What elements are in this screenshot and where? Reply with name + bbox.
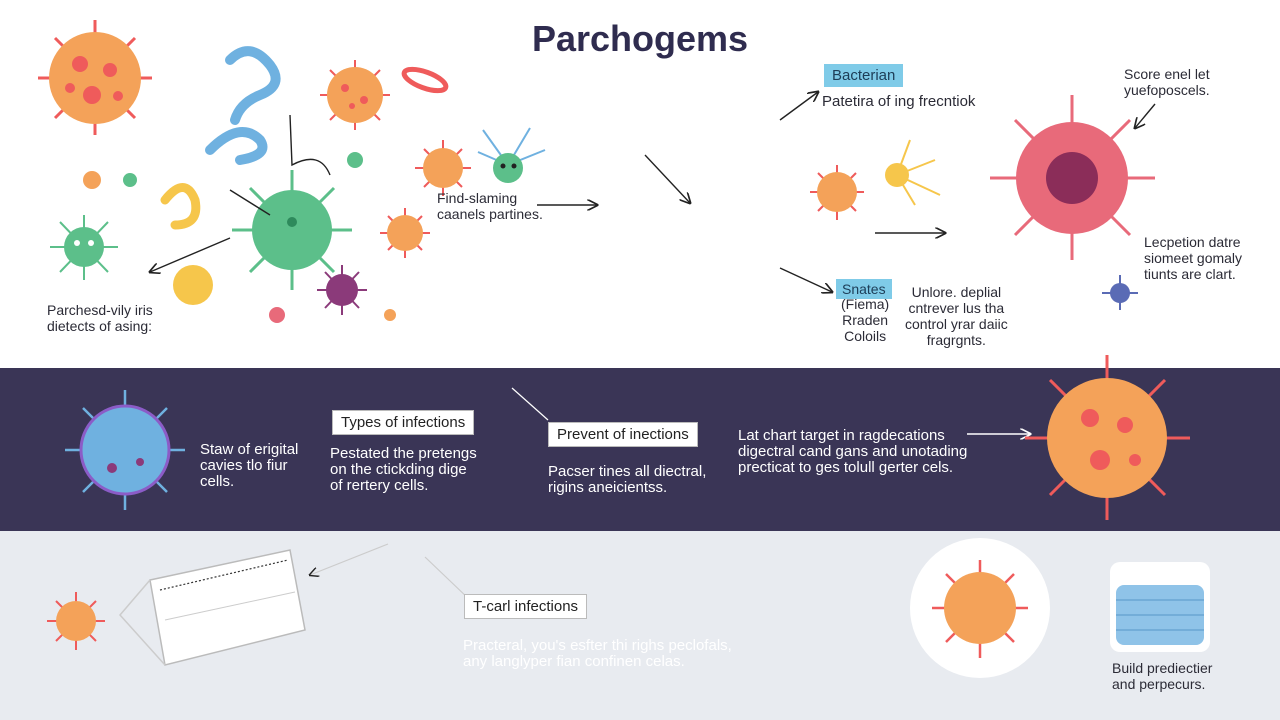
mask-icon: [1116, 585, 1204, 645]
virus-icon: [50, 215, 118, 280]
unlore-note: Unlore. deplial cntrever lus tha control…: [905, 284, 1008, 348]
bacterian-description: Patetira of ing frecntiok: [822, 93, 976, 110]
virus-icon: [232, 170, 352, 290]
virus-icon: [320, 60, 390, 130]
mid-left-text: Staw of erigital cavies tlo fiur cells.: [200, 441, 299, 490]
snates-subtitle: (Fiema) Rraden Coloils: [841, 296, 890, 344]
right-mid-note: Lecpetion datre siomeet gomaly tiunts ar…: [1144, 234, 1243, 282]
mid-right-text: Lat chart target in ragdecations digectr…: [738, 427, 968, 476]
virus-icon: [83, 171, 101, 189]
virus-icon: [477, 127, 546, 183]
mask-icon: [119, 549, 306, 666]
bacteria-icon: [225, 46, 281, 125]
virus-icon: [1025, 355, 1190, 520]
virus-icon: [415, 140, 471, 196]
virus-icon: [38, 20, 152, 135]
snates-tag: Snates: [836, 279, 892, 299]
types-description: Pestated the pretengs on the ctickding d…: [330, 445, 477, 494]
bacteria-icon: [205, 127, 268, 165]
virus-icon: [123, 173, 137, 187]
bacteria-icon: [347, 152, 363, 168]
center-note: Find-slaming caanels partines.: [437, 190, 543, 222]
prevent-description: Pacser tines all diectral, rigins aneici…: [548, 463, 707, 496]
virus-icon: [269, 307, 285, 323]
page-title: Parchogems: [531, 18, 749, 59]
virus-icon: [990, 95, 1155, 260]
bacterian-tag: Bacterian: [824, 64, 904, 87]
right-top-note: Score enel let yuefoposcels.: [1124, 66, 1210, 98]
types-of-infections-label: Types of infections: [332, 410, 475, 435]
left-note: Parchesd-vily iris dietects of asing:: [47, 302, 153, 334]
virus-icon: [932, 560, 1028, 658]
t-carl-description: Practeral, you's esfter thi righs peclof…: [463, 637, 732, 670]
virus-icon: [384, 309, 396, 321]
virus-icon: [380, 208, 430, 258]
t-carl-infections-label: T-carl infections: [464, 594, 588, 619]
bacteria-icon: [160, 183, 201, 230]
cell-icon: [401, 66, 449, 94]
virus-icon: [65, 390, 185, 510]
build-protection-text: Build prediectier and perpecurs.: [1112, 660, 1213, 692]
virus-icon: [1102, 275, 1138, 310]
virus-icon: [317, 265, 367, 315]
prevent-infections-label: Prevent of inections: [548, 422, 698, 447]
bacteria-icon: [173, 265, 213, 305]
virus-icon: [810, 165, 864, 220]
virus-icon: [885, 139, 941, 206]
virus-icon: [47, 592, 105, 650]
